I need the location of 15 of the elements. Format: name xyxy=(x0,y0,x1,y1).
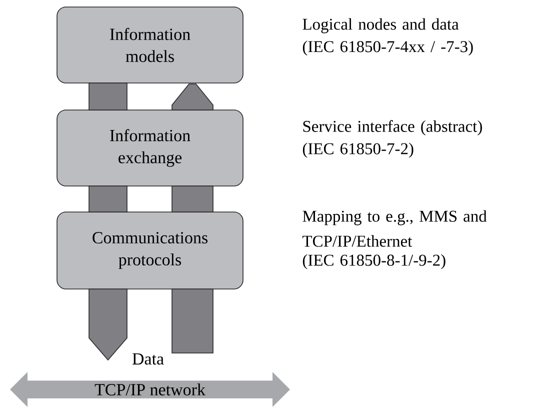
side-note: Mapping to e.g., MMS and TCP/IP/Ethernet xyxy=(302,210,487,247)
side-note: Logical nodes and data xyxy=(302,18,459,34)
side-note: (IEC 61850-7-4xx / -7-3) xyxy=(302,40,473,56)
arrow xyxy=(172,186,214,212)
arrow xyxy=(88,288,128,361)
process-box: Information exchange xyxy=(56,110,244,186)
arrow xyxy=(88,186,128,212)
arrow xyxy=(172,288,214,354)
process-box: Information models xyxy=(56,6,244,84)
arrow xyxy=(88,82,128,110)
side-note: (IEC 61850-7-2) xyxy=(302,142,414,158)
process-box: Communications protocols xyxy=(56,212,244,290)
side-note: Service interface (abstract) xyxy=(303,120,482,136)
side-note: (IEC 61850-8-1/-9-2) xyxy=(302,254,446,270)
arrow xyxy=(172,84,214,110)
